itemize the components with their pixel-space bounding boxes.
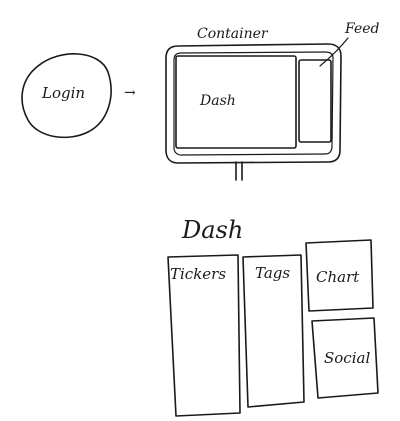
container-outline [165, 43, 342, 164]
social-label: Social [324, 349, 370, 367]
flow-arrow: → [124, 85, 136, 101]
feed-panel [298, 59, 332, 143]
feed-leader-line [319, 37, 349, 67]
tags-label: Tags [255, 264, 290, 282]
dash-title: Dash [181, 216, 243, 244]
tags-column [242, 254, 305, 408]
container-label: Container [197, 26, 269, 42]
tickers-column [167, 254, 241, 417]
tickers-label: Tickers [170, 265, 226, 283]
social-box [311, 317, 379, 399]
chart-label: Chart [316, 268, 360, 286]
dash-panel [175, 55, 297, 149]
container-inner [173, 51, 334, 156]
login-label: Login [41, 84, 85, 102]
chart-box [305, 239, 374, 312]
login-blob [21, 53, 112, 139]
dash-label: Dash [199, 93, 236, 109]
connector-marks [235, 161, 243, 181]
feed-label: Feed [344, 21, 380, 37]
